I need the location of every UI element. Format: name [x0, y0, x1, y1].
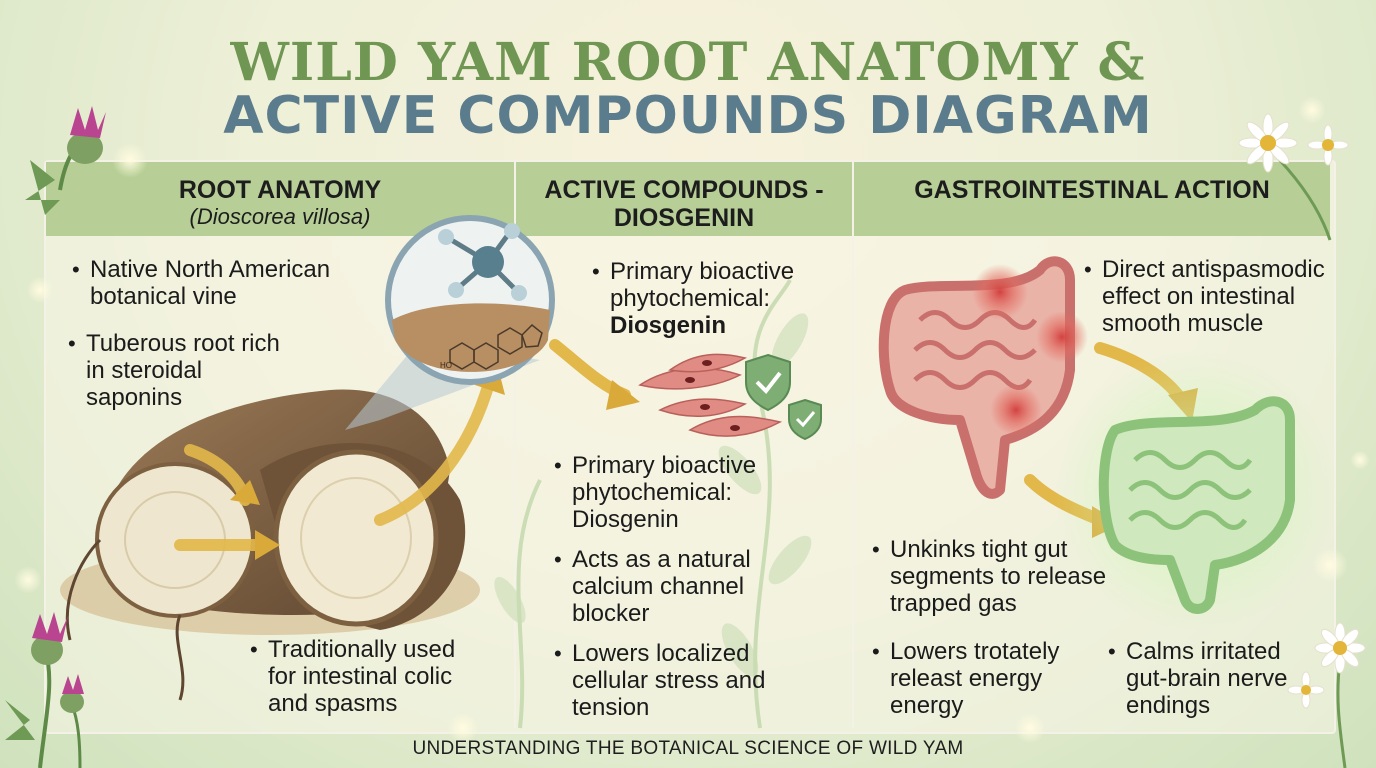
- gi-bullet-4: •Calms irritated gut-brain nerve endings: [1108, 638, 1288, 719]
- wild-yam-root: [65, 389, 466, 701]
- healthy-intestine: [1098, 396, 1295, 614]
- active-compounds-header: ACTIVE COMPOUNDS - DIOSGENIN: [516, 162, 852, 236]
- compounds-bullet-4: •Lowers localized cellular stress and te…: [554, 640, 766, 721]
- active-compounds-heading: ACTIVE COMPOUNDS - DIOSGENIN: [544, 176, 824, 232]
- gi-bullet-3: •Lowers trotately releast energy energy: [872, 638, 1060, 719]
- thistle-flower-top-left: [25, 106, 106, 215]
- root-bullet-2: •Tuberous root rich in steroidal saponin…: [68, 330, 280, 411]
- magnifier-lens: HO: [385, 215, 555, 385]
- inflamed-intestine: [878, 256, 1088, 499]
- sparkles: [14, 96, 1370, 744]
- thistle-flower-bottom-left: [5, 612, 84, 768]
- daisy-flowers-top-right: [1238, 113, 1349, 241]
- root-anatomy-subheading: (Dioscorea villosa): [189, 204, 371, 229]
- shield-check-icon: [745, 353, 791, 412]
- gi-bullet-1: •Direct antispasmodic effect on intestin…: [1084, 256, 1325, 337]
- compound-arrowhead: [606, 380, 640, 410]
- shield-check-small-icon: [788, 398, 822, 441]
- daisy-flowers-bottom-right: [1287, 622, 1366, 768]
- compounds-bullet-1: •Primary bioactive phytochemical: Diosge…: [592, 258, 795, 339]
- footer-caption: UNDERSTANDING THE BOTANICAL SCIENCE OF W…: [412, 738, 964, 759]
- gi-action-heading: GASTROINTESTINAL ACTION: [914, 176, 1270, 204]
- title-line-1: WILD YAM ROOT ANATOMY &: [230, 32, 1146, 93]
- root-bullet-3: •Traditionally used for intestinal colic…: [250, 636, 456, 717]
- vine-leaves: [494, 313, 812, 677]
- gi-bullet-2: •Unkinks tight gut segments to release t…: [872, 536, 1107, 617]
- column-divider-2: [852, 162, 854, 728]
- compounds-bullet-3: •Acts as a natural calcium channel block…: [554, 546, 751, 627]
- compounds-bullet-2: •Primary bioactive phytochemical: Diosge…: [554, 452, 757, 533]
- root-bullet-1: •Native North American botanical vine: [72, 256, 331, 310]
- diosgenin-label: Diosgenin: [610, 312, 727, 339]
- root-anatomy-heading: ROOT ANATOMY: [178, 176, 382, 204]
- column-divider-1: [514, 162, 516, 728]
- gi-action-header: GASTROINTESTINAL ACTION: [854, 162, 1330, 236]
- molecule-label: HO: [440, 361, 452, 370]
- title-line-2: ACTIVE COMPOUNDS DIAGRAM: [223, 86, 1153, 146]
